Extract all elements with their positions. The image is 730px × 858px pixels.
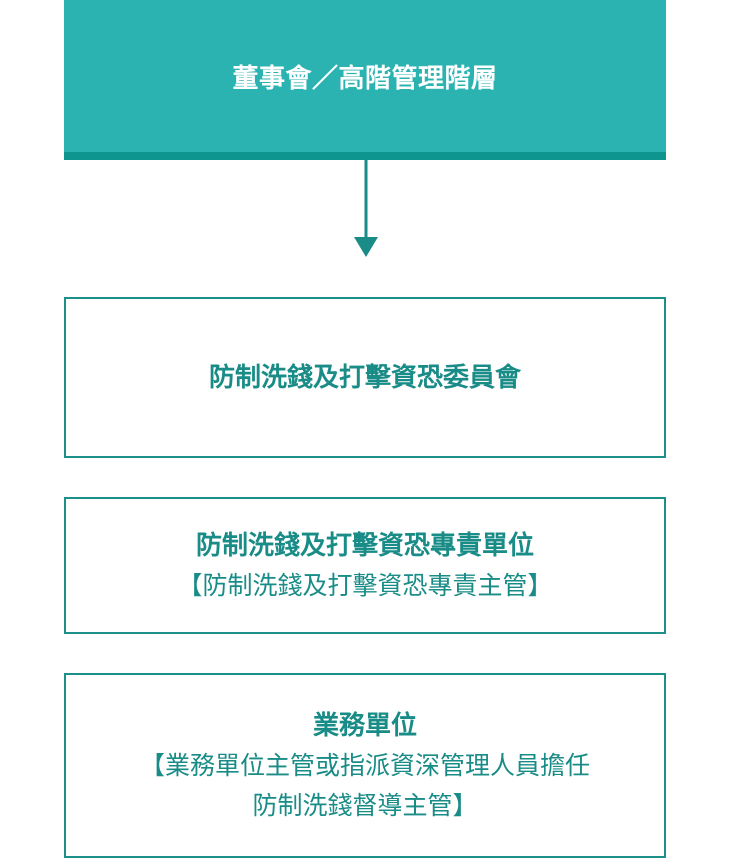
aml-committee-title: 防制洗錢及打擊資恐委員會 — [208, 362, 521, 393]
aml-unit-subtitle: 【防制洗錢及打擊資恐專責主管】 — [177, 570, 553, 600]
board-management-box: 董事會／高階管理階層 — [64, 0, 666, 160]
board-management-title: 董事會／高階管理階層 — [232, 63, 498, 94]
business-unit-box: 業務單位 【業務單位主管或指派資深管理人員擔任 防制洗錢督導主管】 — [64, 673, 666, 858]
aml-committee-box: 防制洗錢及打擊資恐委員會 — [64, 297, 666, 458]
aml-unit-title: 防制洗錢及打擊資恐專責單位 — [195, 530, 534, 561]
flow-arrow-head — [354, 237, 378, 257]
flow-arrow — [354, 160, 378, 257]
business-unit-subtitle-line2: 防制洗錢督導主管】 — [252, 790, 478, 820]
aml-unit-box: 防制洗錢及打擊資恐專責單位 【防制洗錢及打擊資恐專責主管】 — [64, 497, 666, 634]
business-unit-title: 業務單位 — [312, 710, 417, 741]
business-unit-subtitle-line1: 【業務單位主管或指派資深管理人員擔任 — [139, 750, 590, 780]
